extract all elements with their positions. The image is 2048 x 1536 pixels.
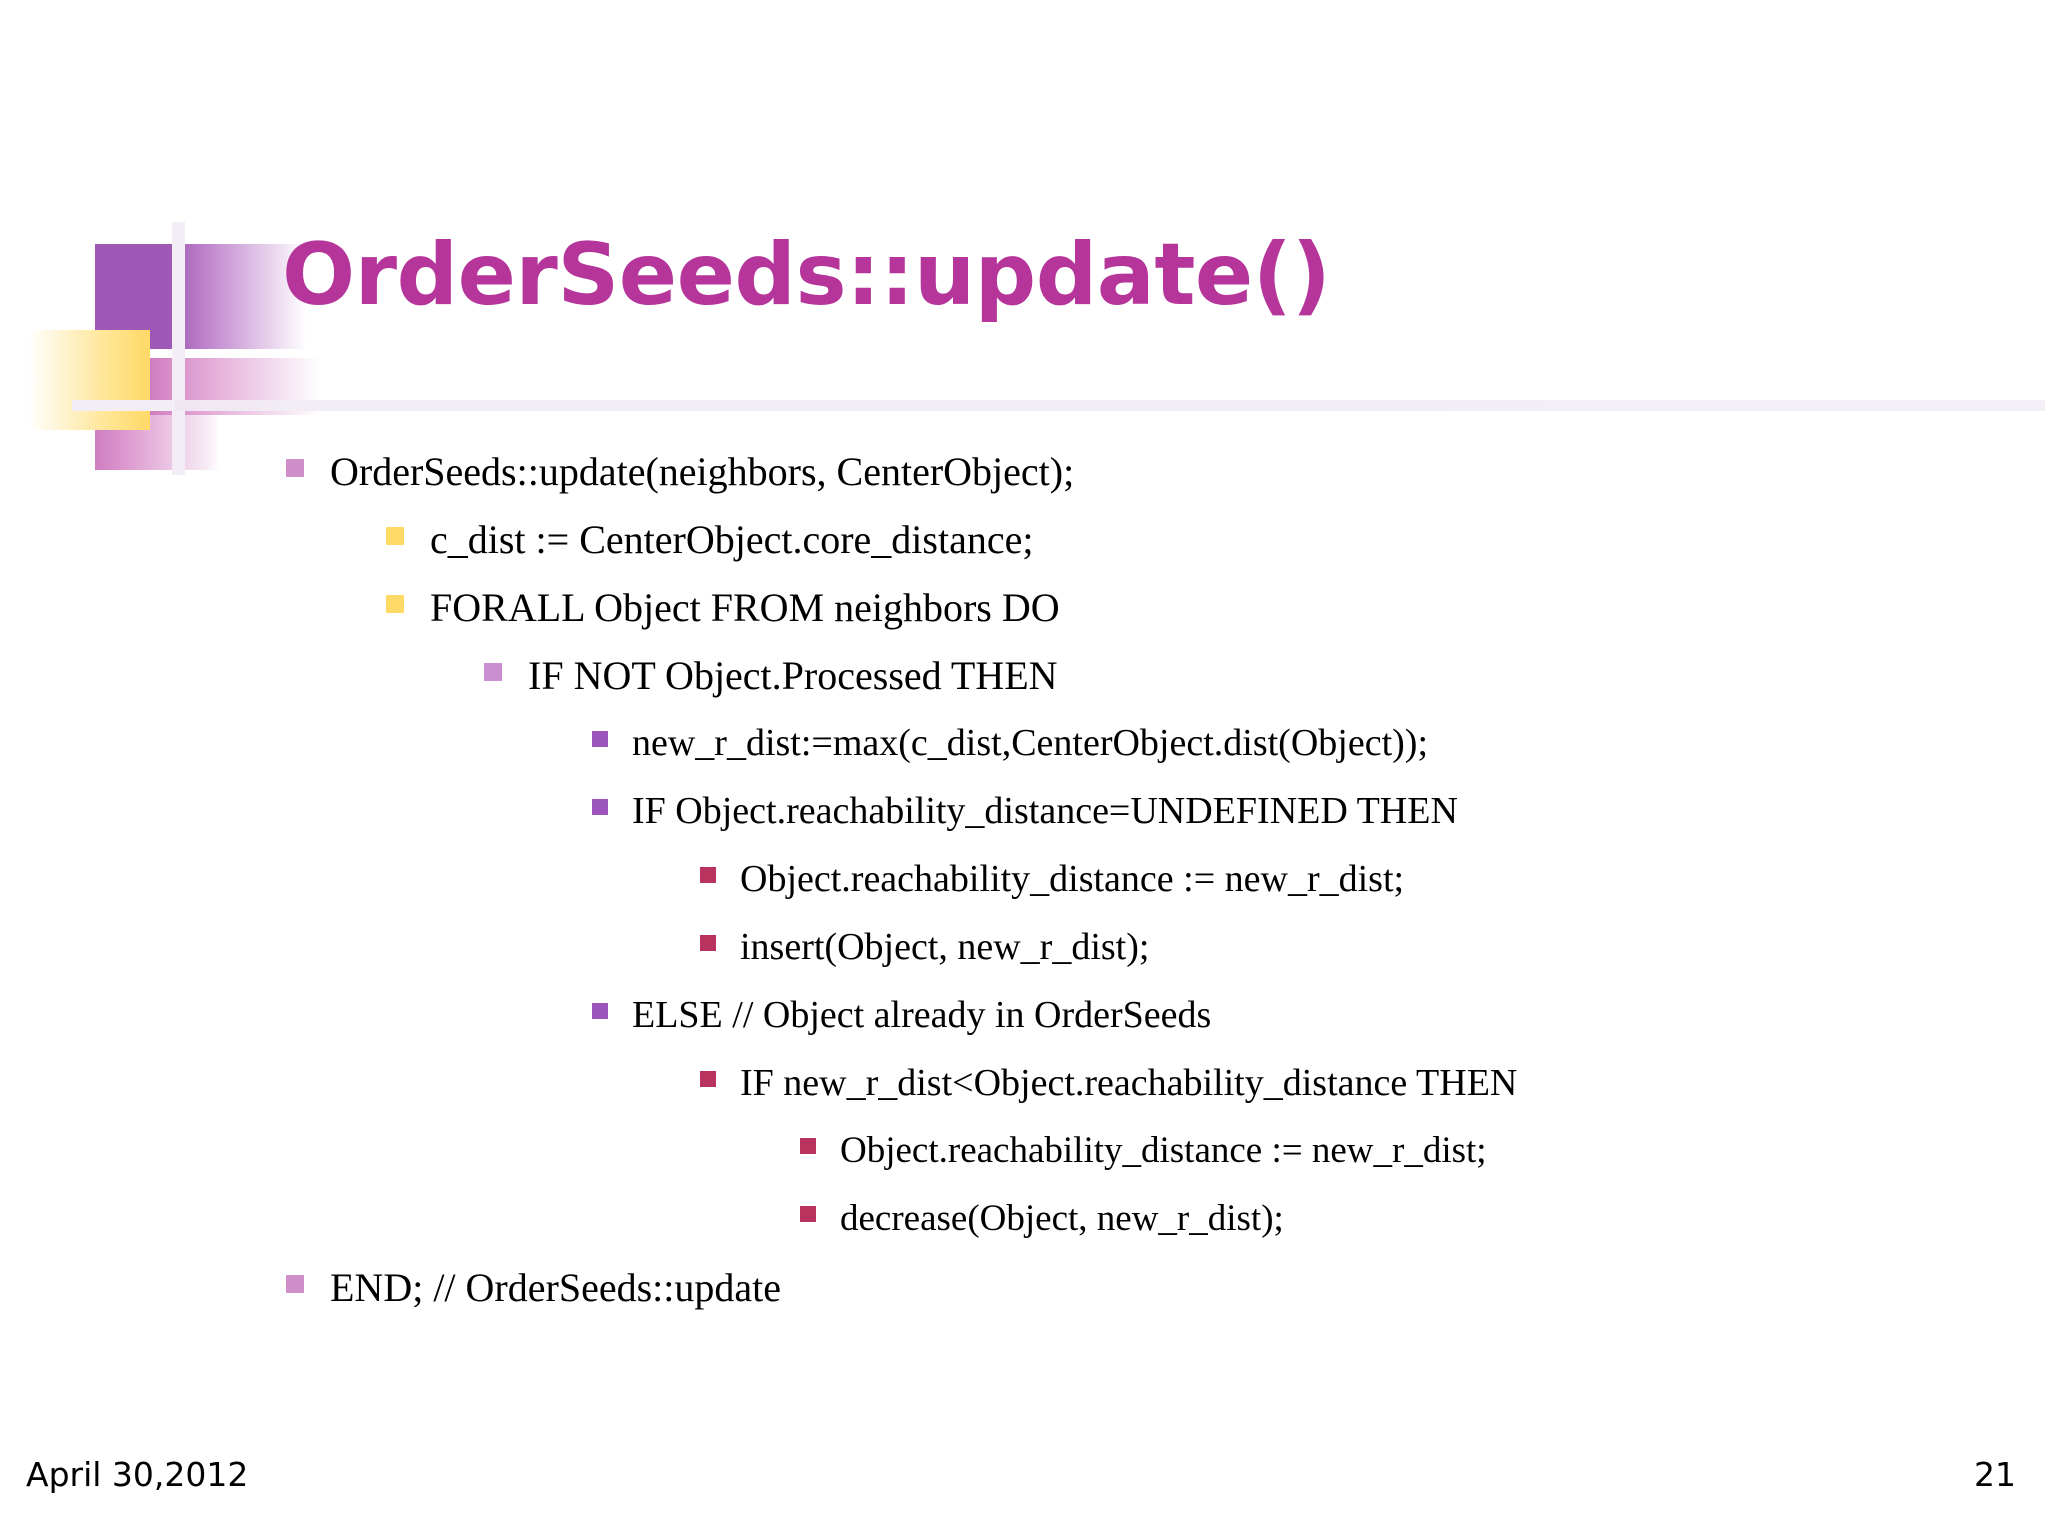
square-bullet-level4-icon [592,799,608,815]
list-item: insert(Object, new_r_dist); [0,928,2048,996]
list-item-label: new_r_dist:=max(c_dist,CenterObject.dist… [632,722,1428,764]
list-item-label: OrderSeeds::update(neighbors, CenterObje… [330,449,1075,494]
decor-vertical-line [172,222,185,475]
list-item: IF Object.reachability_distance=UNDEFINE… [0,792,2048,860]
square-bullet-level5-icon [800,1206,816,1222]
list-item-label: IF Object.reachability_distance=UNDEFINE… [632,790,1458,832]
list-item-label: Object.reachability_distance := new_r_di… [740,858,1405,900]
list-item-label: FORALL Object FROM neighbors DO [430,585,1060,630]
list-item-label: c_dist := CenterObject.core_distance; [430,517,1034,562]
square-bullet-level1-icon [286,1275,304,1293]
list-item: OrderSeeds::update(neighbors, CenterObje… [0,452,2048,520]
square-bullet-level1-icon [286,459,304,477]
list-item-label: Object.reachability_distance := new_r_di… [840,1130,1487,1171]
footer-date: April 30,2012 [26,1455,249,1494]
list-item: END; // OrderSeeds::update [0,1268,2048,1336]
square-bullet-level5-icon [700,1071,716,1087]
list-item: decrease(Object, new_r_dist); [0,1200,2048,1268]
list-item: FORALL Object FROM neighbors DO [0,588,2048,656]
list-item-label: IF NOT Object.Processed THEN [528,653,1058,698]
list-item: c_dist := CenterObject.core_distance; [0,520,2048,588]
list-item: Object.reachability_distance := new_r_di… [0,860,2048,928]
list-item: IF new_r_dist<Object.reachability_distan… [0,1064,2048,1132]
list-item-label: END; // OrderSeeds::update [330,1265,781,1310]
slide-body-list: OrderSeeds::update(neighbors, CenterObje… [0,452,2048,1336]
decor-square-purple [95,244,170,349]
list-item: IF NOT Object.Processed THEN [0,656,2048,724]
list-item-label: insert(Object, new_r_dist); [740,926,1150,968]
list-item: Object.reachability_distance := new_r_di… [0,1132,2048,1200]
list-item: new_r_dist:=max(c_dist,CenterObject.dist… [0,724,2048,792]
list-item-label: IF new_r_dist<Object.reachability_distan… [740,1062,1518,1104]
square-bullet-level4-icon [592,731,608,747]
title-underline-rule [175,400,2045,411]
footer-page-number: 21 [1974,1455,2016,1494]
square-bullet-level4-icon [592,1003,608,1019]
square-bullet-level2-icon [386,527,404,545]
decor-square-yellow [28,330,150,430]
list-item-label: ELSE // Object already in OrderSeeds [632,994,1212,1036]
square-bullet-level5-icon [700,867,716,883]
list-item: ELSE // Object already in OrderSeeds [0,996,2048,1064]
square-bullet-level2-icon [386,595,404,613]
square-bullet-level5-icon [700,935,716,951]
square-bullet-level3-icon [484,663,502,681]
list-item-label: decrease(Object, new_r_dist); [840,1198,1284,1239]
page-title: OrderSeeds::update() [282,225,1331,325]
square-bullet-level5-icon [800,1138,816,1154]
